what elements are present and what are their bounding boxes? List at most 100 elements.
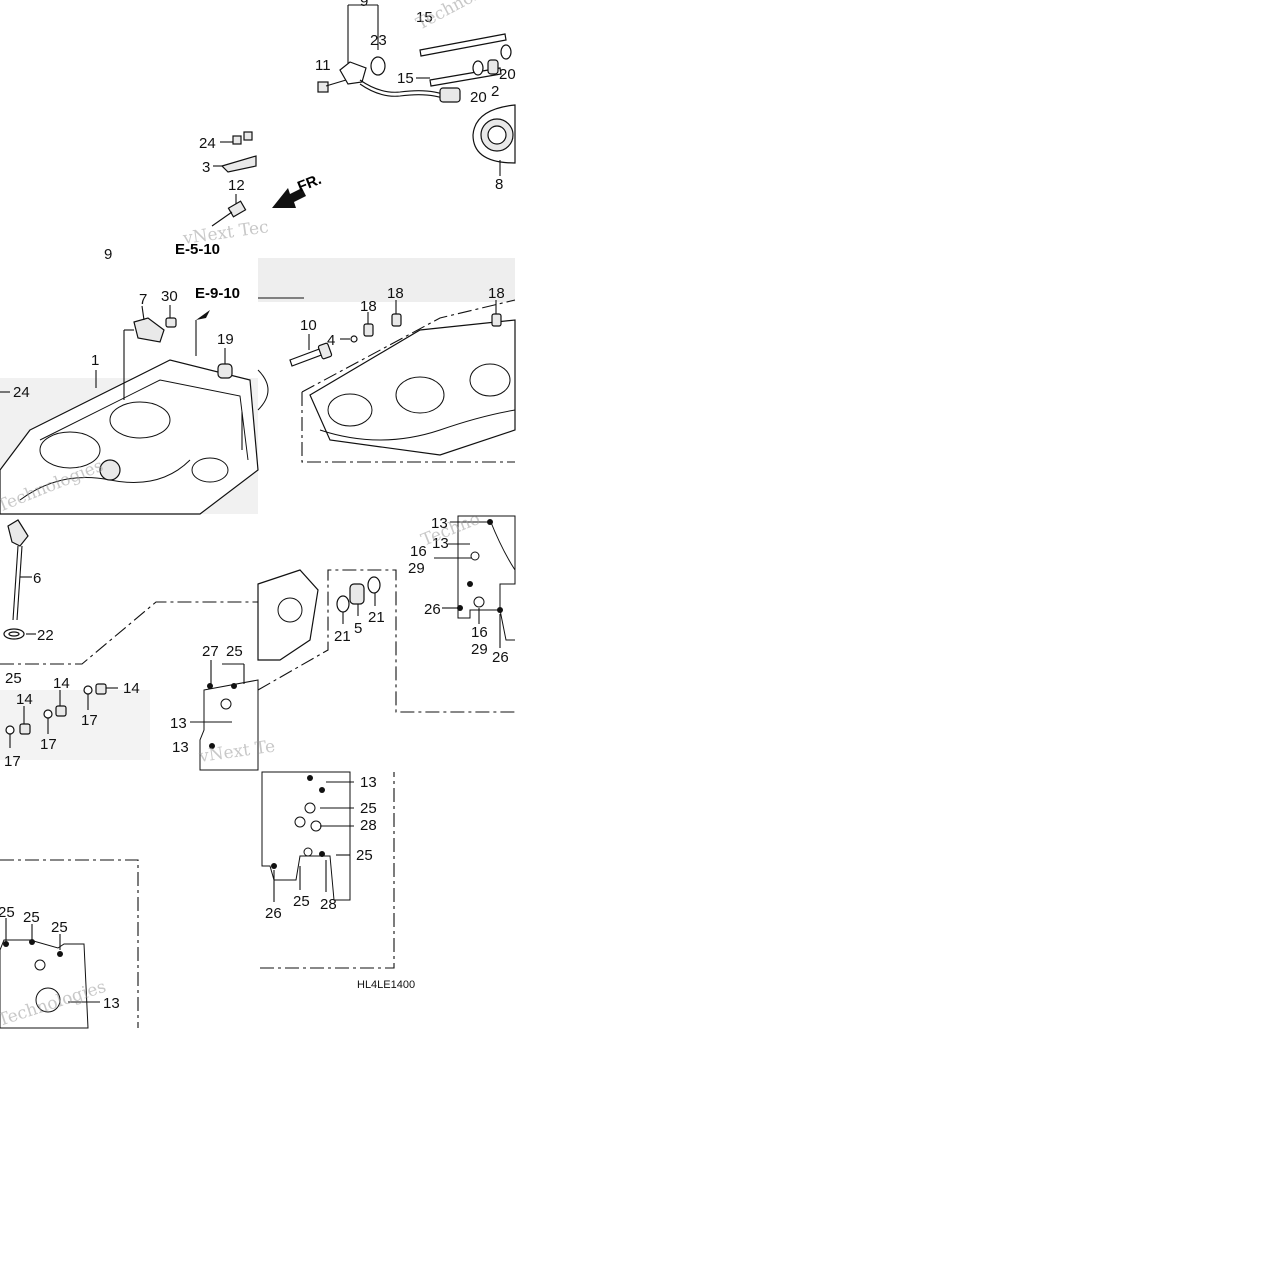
- callout-22: 22: [37, 627, 54, 644]
- callout-25: 25: [5, 670, 22, 687]
- callout-3: 3: [202, 159, 210, 176]
- callout-6: 6: [33, 570, 41, 587]
- plug-bolt-part: [95, 683, 107, 695]
- front-label: FR.: [295, 171, 324, 196]
- callout-20: 20: [470, 89, 487, 106]
- callout-27: 27: [202, 643, 219, 660]
- callout-15: 15: [397, 70, 414, 87]
- plug-bolt-part: [55, 705, 67, 717]
- watermark-layer: Technol vNext Tec vNext Te Technologies …: [0, 0, 483, 1031]
- callout-9: 9: [360, 0, 368, 10]
- watermark-text: vNext Tec: [181, 217, 270, 249]
- crankcase-right-panel: 10 4 18 18 18: [258, 258, 516, 463]
- bolt-part: [211, 200, 247, 227]
- bolt-part: [243, 131, 253, 141]
- crankcase-left-panel: 7 30 E-9-10 19 1 24: [0, 285, 269, 515]
- callout-16: 16: [471, 624, 488, 641]
- callout-13: 13: [170, 715, 187, 732]
- plug-part: [349, 583, 365, 605]
- dowel-pin-part: [350, 335, 358, 343]
- dowel-pin-part: [363, 323, 374, 337]
- bottom-left-panel: 25 25 25 13: [0, 859, 139, 1029]
- callout-7: 7: [139, 291, 147, 308]
- dipstick-part: [7, 519, 29, 621]
- callout-28: 28: [360, 817, 377, 834]
- callout-29: 29: [408, 560, 425, 577]
- dowel-pin-part: [491, 313, 502, 327]
- cover-plate-part: [220, 155, 257, 173]
- bolt-part: [165, 317, 177, 328]
- callout-10: 10: [300, 317, 317, 334]
- callout-8: 8: [495, 176, 503, 193]
- watermark-text: Technologies: [0, 977, 109, 1031]
- cap-part: [217, 363, 233, 379]
- gasket-part: [0, 939, 89, 1029]
- callout-29: 29: [471, 641, 488, 658]
- callout-26: 26: [424, 601, 441, 618]
- bracket-part: [133, 317, 165, 343]
- callout-19: 19: [217, 331, 234, 348]
- case-cover-part: [257, 569, 319, 661]
- diagram-code: HL4LE1400: [357, 979, 415, 991]
- callout-25: 25: [226, 643, 243, 660]
- callout-24: 24: [13, 384, 30, 401]
- callout-21: 21: [368, 609, 385, 626]
- watermark-text: vNext Te: [197, 737, 276, 768]
- callout-17: 17: [81, 712, 98, 729]
- washer-part: [472, 60, 484, 76]
- callout-21: 21: [334, 628, 351, 645]
- callout-24: 24: [199, 135, 216, 152]
- callout-11: 11: [315, 57, 331, 74]
- callout-17: 17: [4, 753, 21, 770]
- bearing-part: [472, 104, 516, 164]
- callout-16: 16: [410, 543, 427, 560]
- reference-e-5-10: E-5-10: [175, 241, 220, 258]
- right-gasket-panel: 13 13 16 29 26 16 29 26: [408, 515, 516, 666]
- callout-2: 2: [491, 83, 499, 100]
- callout-1: 1: [91, 352, 99, 369]
- callout-26: 26: [265, 905, 282, 922]
- crankcase-part: [0, 359, 259, 515]
- callout-5: 5: [354, 620, 362, 637]
- bolt-part: [232, 135, 242, 145]
- callout-14: 14: [53, 675, 70, 692]
- washer-part: [367, 576, 381, 594]
- callout-25: 25: [360, 800, 377, 817]
- callout-23: 23: [370, 32, 387, 49]
- crankcase-half-part: [309, 319, 516, 456]
- upper-left-panel: 24 3 12 E-5-10 9: [104, 131, 257, 263]
- callout-18: 18: [360, 298, 377, 315]
- callout-18: 18: [387, 285, 404, 302]
- o-ring-part: [370, 56, 386, 76]
- upper-right-panel: 9 23 15 15 11 20 20 2 8 FR.: [272, 0, 516, 208]
- callout-25: 25: [293, 893, 310, 910]
- callout-28: 28: [320, 896, 337, 913]
- washer-part: [43, 709, 53, 719]
- lower-middle-panel: 21 5 21 27 25 13 13: [170, 569, 515, 991]
- callout-9: 9: [104, 246, 112, 263]
- callout-25: 25: [0, 904, 15, 921]
- front-direction-arrow: FR.: [272, 171, 324, 208]
- callout-15: 15: [416, 9, 433, 26]
- dowel-pin-part: [487, 59, 499, 75]
- washer-part: [83, 685, 93, 695]
- callout-25: 25: [23, 909, 40, 926]
- callout-18: 18: [488, 285, 505, 302]
- washer-part: [5, 725, 15, 735]
- callout-13: 13: [360, 774, 377, 791]
- callout-13: 13: [431, 515, 448, 532]
- callout-4: 4: [327, 332, 335, 349]
- callout-17: 17: [40, 736, 57, 753]
- lower-left-panel: 6 22 25 14 14 14 17 17 17: [0, 519, 258, 770]
- plug-bolt-part: [19, 723, 31, 735]
- callout-13: 13: [432, 535, 449, 552]
- callout-14: 14: [16, 691, 33, 708]
- callout-13: 13: [103, 995, 120, 1012]
- bolt-part: [289, 342, 333, 367]
- callout-25: 25: [51, 919, 68, 936]
- gasket-part: [261, 771, 351, 901]
- watermark-text: Technol: [413, 0, 482, 34]
- reference-e-9-10: E-9-10: [195, 285, 240, 302]
- callout-25: 25: [356, 847, 373, 864]
- bolt-part: [317, 79, 347, 93]
